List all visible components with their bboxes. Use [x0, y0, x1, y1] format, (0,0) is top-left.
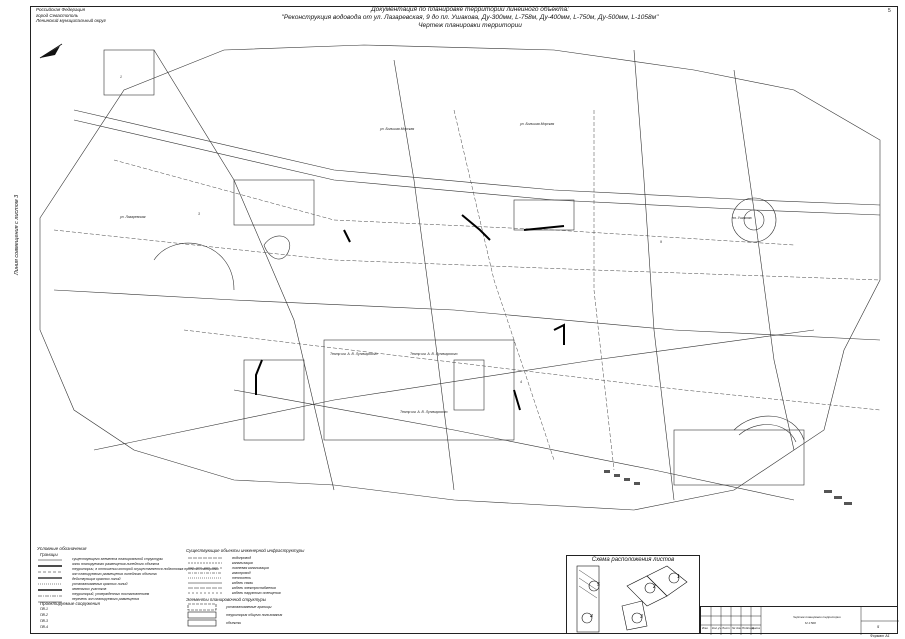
title-block-stamp: Изм. Кол.уч. Лист № док. Подпись Дата Че… [700, 606, 899, 635]
zone-item: устанавливаемые границы [226, 605, 272, 609]
legend-line-samples [38, 559, 62, 603]
building-label: Театр им. А. В. Луначарского [330, 352, 378, 356]
utility-item: газопровод [232, 571, 251, 575]
zone-item: территория общего пользования [226, 613, 283, 617]
legend-code: ПВ-3 [40, 619, 48, 623]
scheme-number: 2 [653, 584, 656, 590]
scheme-number: 1 [677, 574, 680, 580]
legend-title: Условные обозначения [37, 546, 87, 551]
match-line-label: Линия совмещения с листом 3 [14, 194, 20, 275]
parcel-number: 9 [660, 240, 662, 244]
stamp-col: Лист [722, 626, 730, 630]
scheme-number: 3 [640, 614, 643, 620]
site-plan-map [39, 44, 881, 511]
legend-code: ПВ-2 [40, 613, 48, 617]
drawing-title: Документация по планировке территории ли… [250, 6, 690, 30]
utility-item: кабель электроснабжения [232, 586, 276, 590]
legend-item: территории, в отношении которой осуществ… [72, 567, 219, 571]
scheme-number: 4 [590, 614, 593, 620]
title-line: Документация по планировке территории ли… [371, 6, 569, 13]
utility-item: кабель наружного освещения [232, 591, 281, 595]
utilities-title: Существующие объекты инженерной инфрастр… [186, 548, 305, 553]
legend-item: земельных участков [72, 587, 107, 591]
legend-code: ПВ-4 [40, 625, 48, 629]
scheme-title: Схема расположения листов [591, 557, 675, 563]
stamp-caption: Чертеж планировки территории [793, 615, 841, 619]
format-label: Формат А1 [870, 634, 890, 638]
stamp-sheet: 5 [877, 624, 880, 629]
legend-item: зон планируемого размещения линейного об… [72, 572, 157, 576]
legend-heading: Проектируемые сооружения [40, 601, 100, 606]
utility-item: канализация [232, 561, 253, 565]
legend-item: зоны планируемого размещения линейного о… [72, 562, 160, 566]
street-label: ул. Лазаревская [120, 215, 146, 219]
zone-samples [187, 603, 217, 627]
building-label: Театр им. А. В. Луначарского [400, 410, 448, 414]
stamp-col: Кол.уч. [712, 626, 722, 630]
legend-item: территорий, утвержденных постановлением [72, 592, 150, 596]
utility-item: водопровод [232, 556, 252, 560]
stamp-col: Дата [752, 626, 760, 630]
org-line: город Севастополь [36, 12, 79, 18]
sheet-number-top: 5 [888, 8, 891, 14]
parcel-number: 4 [520, 380, 522, 384]
legend-item: устанавливаемых красных линий [72, 582, 128, 586]
legend-item: перечень зон планируемого размещения [72, 597, 140, 601]
org-line: Ленинский муниципальный округ [36, 18, 106, 23]
scheme-number: 5 [597, 582, 600, 588]
stamp-col: Подпись [742, 626, 754, 630]
legend-subtitle: Границы [40, 552, 58, 557]
building-label: Театр им. А. В. Луначарского [410, 352, 458, 356]
legend-item: существующего элемента планировочной стр… [72, 557, 163, 561]
organization-block: Российская Федерация город Севастополь Л… [36, 7, 106, 24]
zone-item: объекты [226, 621, 242, 625]
legend-item: действующих красных линий [72, 577, 121, 581]
utility-line-samples [188, 557, 222, 594]
stamp-col: Изм. [702, 626, 709, 630]
legend-code: ПВ-1 [40, 607, 48, 611]
stamp-col: № док. [732, 626, 742, 630]
north-arrow-icon [39, 43, 63, 59]
zones-title: Элементы планировочной структуры [186, 597, 267, 602]
stamp-scale: М 1:500 [805, 621, 816, 625]
street-label: ул. Большая Морская [520, 122, 555, 126]
scheme-diagram [576, 565, 688, 633]
stamp-grid [701, 607, 899, 635]
parcel-number: 1 [120, 75, 122, 79]
street-label: ул. Большая Морская [380, 127, 415, 131]
parcel-number: 3 [198, 212, 200, 216]
org-line: Российская Федерация [36, 7, 85, 12]
street-label: пл. Ушакова [732, 216, 752, 220]
sheet-layout-scheme: Схема расположения листов 1 2 3 4 5 [566, 555, 700, 634]
utility-item: ливневая канализация [232, 566, 269, 570]
title-line: "Реконструкция водовода от ул. Лазаревск… [281, 14, 659, 21]
utility-item: кабель связи [232, 581, 254, 585]
utility-item: теплосеть [232, 576, 252, 580]
title-line: Чертеж планировки территории [418, 22, 522, 29]
sheet-frame [30, 6, 898, 634]
